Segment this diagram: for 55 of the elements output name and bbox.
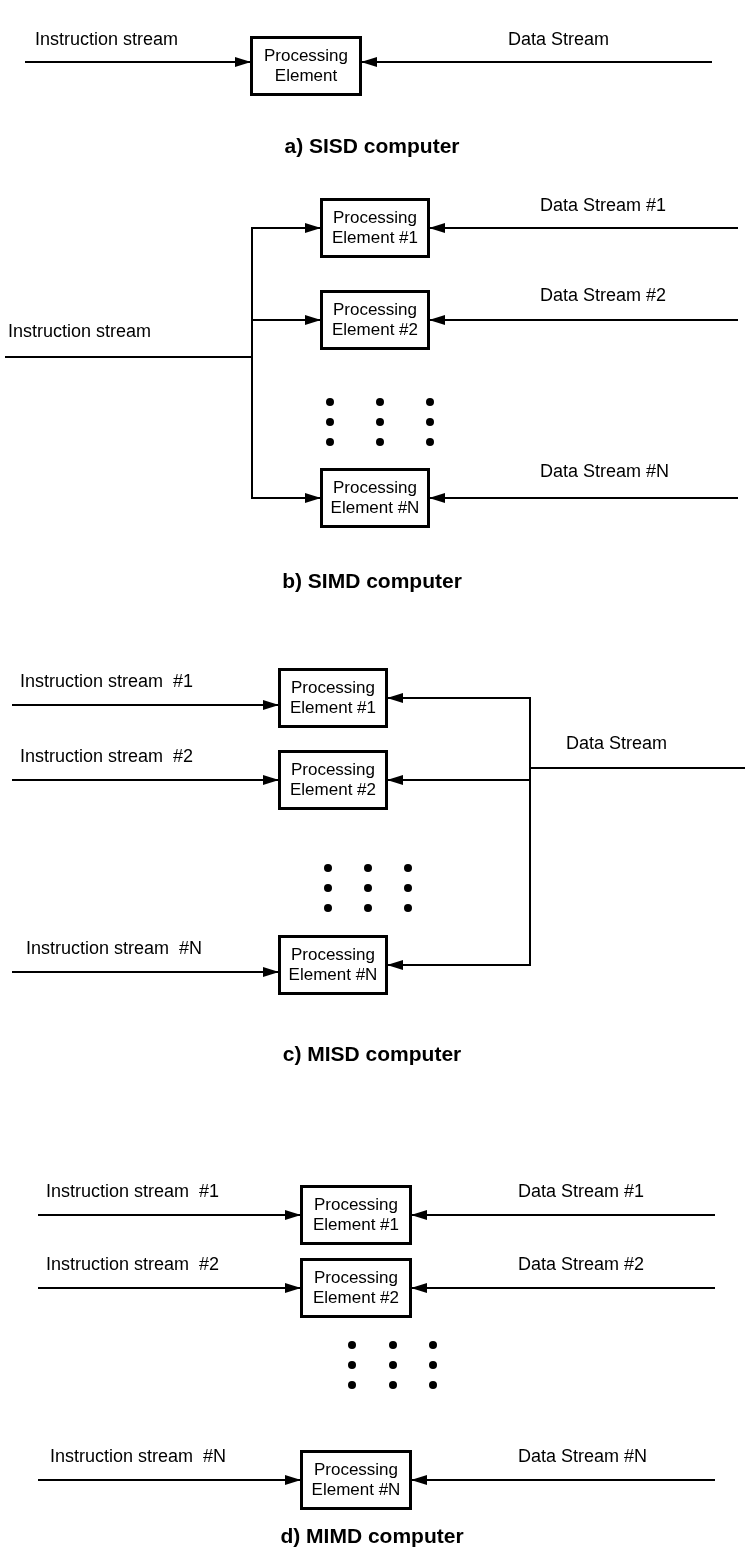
- edge-label: Data Stream #2: [518, 1255, 645, 1273]
- processing-box: [250, 36, 362, 96]
- arrow: [11, 967, 279, 977]
- arrow: [411, 1475, 716, 1485]
- box-text: Processing Element: [262, 46, 350, 86]
- processing-box: [300, 1450, 412, 1510]
- processing-box: [300, 1185, 412, 1245]
- arrow: [11, 775, 279, 785]
- edge-label: Instruction stream #1: [20, 672, 194, 690]
- processing-box: [320, 290, 430, 350]
- edge-label: Data Stream #N: [518, 1447, 648, 1465]
- arrow: [411, 1210, 716, 1220]
- processing-box: [320, 198, 430, 258]
- arrow: [4, 356, 321, 503]
- processing-box: [320, 468, 430, 528]
- caption: d) MIMD computer: [280, 1523, 464, 1549]
- box-text: Processing Element #N: [329, 478, 421, 518]
- edge-label: Data Stream #1: [540, 196, 667, 214]
- edge-label: Data Stream #2: [540, 286, 667, 304]
- edge-label: Instruction stream: [35, 30, 179, 48]
- processing-box: [278, 935, 388, 995]
- arrow: [429, 493, 739, 503]
- box-text: Processing Element #1: [331, 208, 419, 248]
- box-text: Processing Element #1: [289, 678, 377, 718]
- caption: c) MISD computer: [282, 1041, 462, 1067]
- box-text: Processing Element #N: [287, 945, 379, 985]
- arrow: [429, 315, 739, 325]
- arrow: [37, 1283, 301, 1293]
- edge-label: Instruction stream #2: [20, 747, 194, 765]
- edge-label: Data Stream: [566, 734, 668, 752]
- arrow: [24, 57, 251, 67]
- box-text: Processing Element #2: [312, 1268, 400, 1308]
- processing-box: [300, 1258, 412, 1318]
- edge-label: Instruction stream #N: [26, 939, 203, 957]
- arrow: [11, 700, 279, 710]
- edge-label: Instruction stream #N: [50, 1447, 227, 1465]
- edge-label: Data Stream: [508, 30, 610, 48]
- edge-label: Data Stream #N: [540, 462, 670, 480]
- arrow: [411, 1283, 716, 1293]
- processing-box: [278, 668, 388, 728]
- edge-label: Instruction stream: [8, 322, 152, 340]
- edge-label: Instruction stream #1: [46, 1182, 220, 1200]
- box-text: Processing Element #N: [310, 1460, 402, 1500]
- arrow: [37, 1210, 301, 1220]
- arrow: [37, 1475, 301, 1485]
- box-text: Processing Element #2: [331, 300, 419, 340]
- caption: a) SISD computer: [284, 133, 460, 159]
- edge-label: Data Stream #1: [518, 1182, 645, 1200]
- processing-box: [278, 750, 388, 810]
- caption: b) SIMD computer: [282, 568, 462, 594]
- arrow: [429, 223, 739, 233]
- edge-label: Instruction stream #2: [46, 1255, 220, 1273]
- box-text: Processing Element #2: [289, 760, 377, 800]
- arrow: [361, 57, 713, 67]
- box-text: Processing Element #1: [312, 1195, 400, 1235]
